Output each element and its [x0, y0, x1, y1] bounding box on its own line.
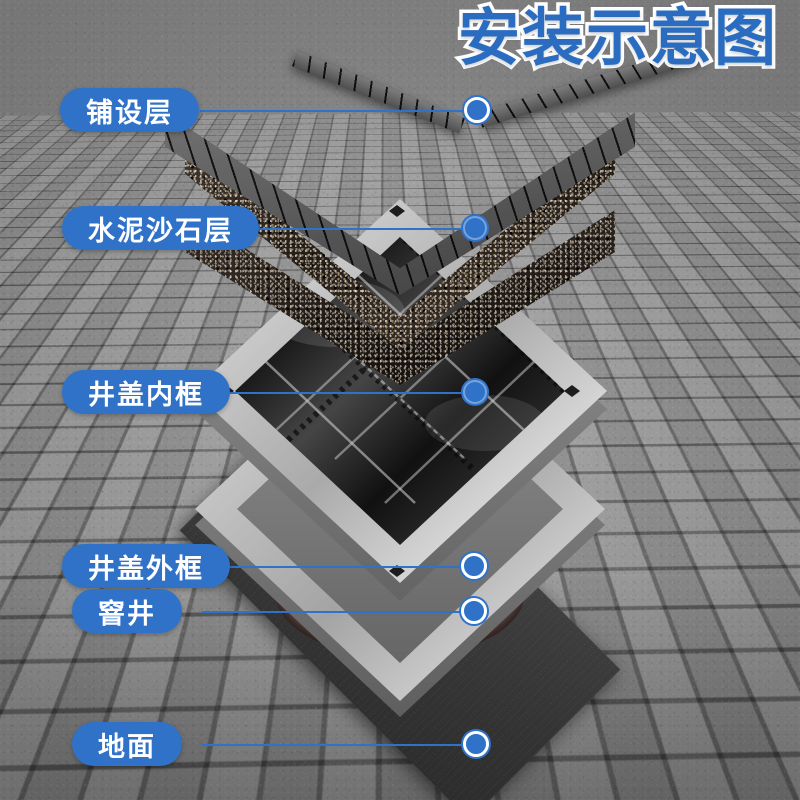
callout-marker-cover-inner-frame[interactable] — [463, 380, 487, 404]
callout-pill-cover-inner-frame[interactable]: 井盖内框 — [62, 370, 230, 414]
callout-pill-cement-sand-layer[interactable]: 水泥沙石层 — [62, 206, 259, 250]
callout-pill-paving-layer[interactable]: 铺设层 — [60, 88, 199, 132]
callout-leader-line-cover-outer-frame — [222, 566, 474, 568]
callout-leader-line-cement-sand-layer — [248, 228, 475, 230]
callout-marker-paving-layer[interactable] — [464, 97, 490, 123]
callout-pill-ground[interactable]: 地面 — [72, 722, 182, 766]
callout-leader-line-manhole-shaft — [202, 611, 474, 613]
callout-marker-cement-sand-layer[interactable] — [463, 216, 487, 240]
callout-leader-line-ground — [202, 744, 476, 746]
callout-marker-manhole-shaft[interactable] — [461, 598, 487, 624]
callout-pill-manhole-shaft[interactable]: 窨井 — [72, 589, 182, 633]
page-title: 安装示意图 — [454, 0, 779, 76]
callout-marker-ground[interactable] — [463, 731, 489, 757]
callout-leader-line-paving-layer — [200, 110, 477, 112]
callout-marker-cover-outer-frame[interactable] — [461, 553, 487, 579]
callout-leader-line-cover-inner-frame — [222, 392, 475, 394]
callout-pill-cover-outer-frame[interactable]: 井盖外框 — [62, 544, 230, 588]
